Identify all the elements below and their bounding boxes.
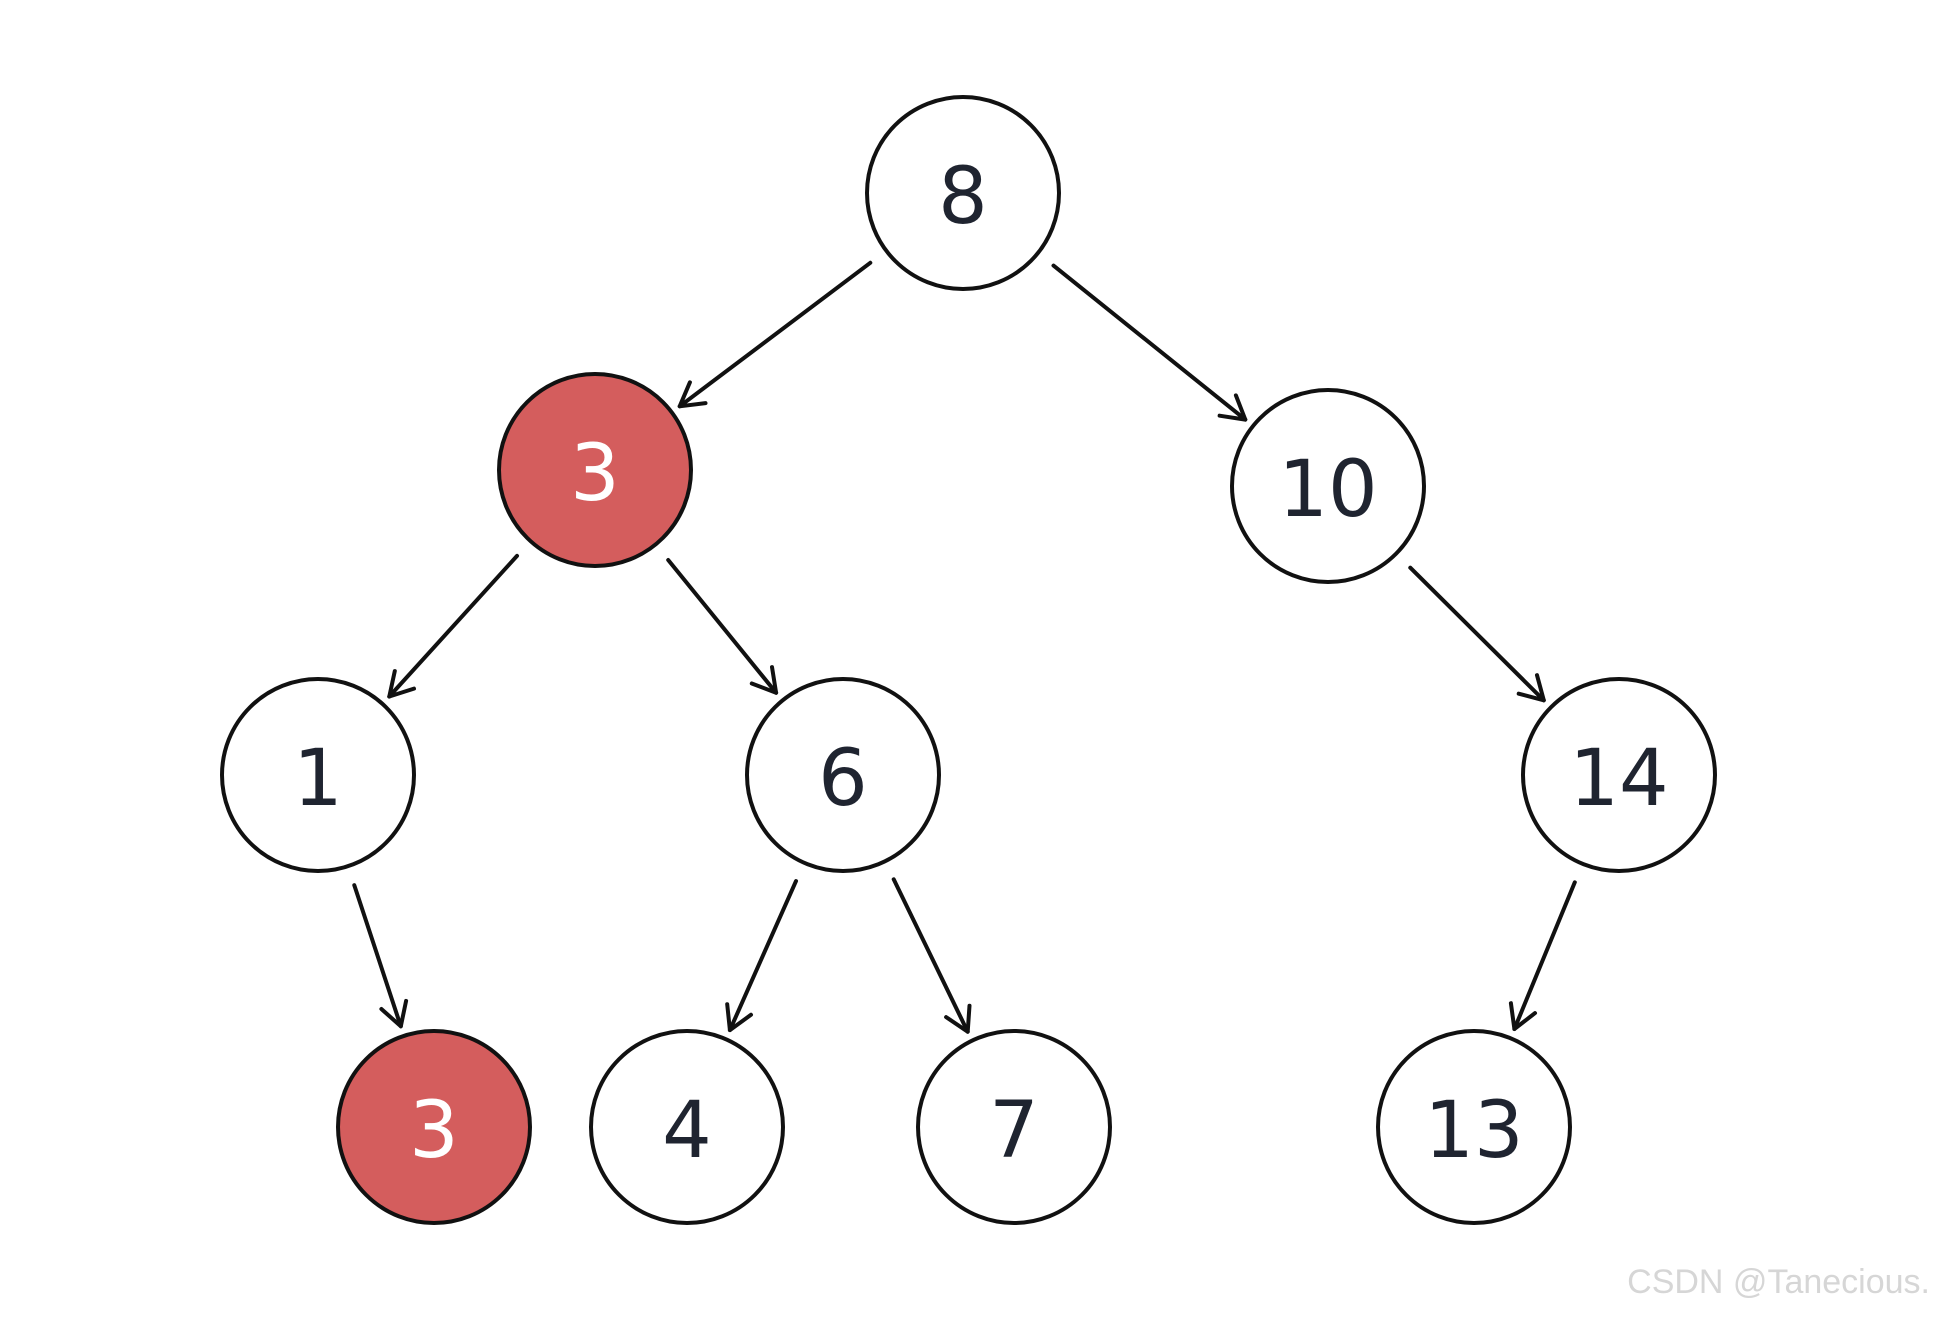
arrowhead-icon xyxy=(944,1003,972,1034)
node-circle xyxy=(916,1029,1112,1225)
node-value-label: 6 xyxy=(818,734,868,824)
tree-node-n14: 14 xyxy=(1521,677,1717,873)
tree-node-n10: 10 xyxy=(1230,388,1426,584)
nodes-layer: 8 3 10 1 6 14 3 4 7 13 xyxy=(220,95,1717,1225)
tree-edge-n3-n1 xyxy=(387,553,519,699)
tree-edge-n6-n4 xyxy=(725,879,798,1033)
edge-line xyxy=(352,883,403,1029)
tree-edge-n8-n3 xyxy=(677,260,873,409)
tree-edge-n14-n13 xyxy=(1508,880,1577,1031)
tree-edge-n6-n7 xyxy=(891,877,972,1034)
edge-line xyxy=(1408,565,1546,703)
node-circle xyxy=(497,372,693,568)
node-circle xyxy=(1521,677,1717,873)
tree-node-n3b-highlighted: 3 xyxy=(336,1029,532,1225)
tree-node-n6: 6 xyxy=(745,677,941,873)
node-value-label: 3 xyxy=(409,1086,459,1176)
node-circle xyxy=(220,677,416,873)
node-value-label: 13 xyxy=(1424,1086,1523,1176)
edge-line xyxy=(666,558,779,695)
node-circle xyxy=(589,1029,785,1225)
node-value-label: 3 xyxy=(570,429,620,519)
edge-line xyxy=(677,260,873,409)
node-circle xyxy=(336,1029,532,1225)
watermark: CSDN @Tanecious. xyxy=(1627,1263,1930,1301)
tree-node-n8: 8 xyxy=(865,95,1061,291)
arrowhead-icon xyxy=(1516,673,1546,703)
arrowhead-icon xyxy=(379,998,409,1029)
node-value-label: 1 xyxy=(293,734,343,824)
node-value-label: 14 xyxy=(1569,734,1668,824)
node-value-label: 4 xyxy=(662,1086,712,1176)
edges-layer xyxy=(352,260,1577,1034)
arrowhead-icon xyxy=(1508,1001,1537,1031)
tree-node-n4: 4 xyxy=(589,1029,785,1225)
node-circle xyxy=(865,95,1061,291)
node-circle xyxy=(745,677,941,873)
tree-edge-n3-n6 xyxy=(666,558,779,695)
arrowhead-icon xyxy=(1217,393,1248,422)
node-circle xyxy=(1230,388,1426,584)
edge-line xyxy=(1512,880,1577,1031)
edge-line xyxy=(891,877,970,1034)
arrowhead-icon xyxy=(387,669,416,699)
tree-edge-n10-n14 xyxy=(1408,565,1546,703)
node-value-label: 10 xyxy=(1278,445,1377,535)
node-value-label: 7 xyxy=(989,1086,1039,1176)
node-value-label: 8 xyxy=(938,152,988,242)
node-circle xyxy=(1376,1029,1572,1225)
tree-node-n3-highlighted: 3 xyxy=(497,372,693,568)
tree-edge-n8-n10 xyxy=(1051,263,1248,422)
tree-node-n7: 7 xyxy=(916,1029,1112,1225)
edge-line xyxy=(387,553,519,699)
arrowhead-icon xyxy=(749,665,779,695)
tree-node-n1: 1 xyxy=(220,677,416,873)
edge-line xyxy=(727,879,798,1033)
tree-node-n13: 13 xyxy=(1376,1029,1572,1225)
arrowhead-icon xyxy=(725,1002,753,1033)
arrowhead-icon xyxy=(677,380,708,409)
tree-edge-n1-n3b xyxy=(352,883,409,1029)
edge-line xyxy=(1051,263,1248,422)
